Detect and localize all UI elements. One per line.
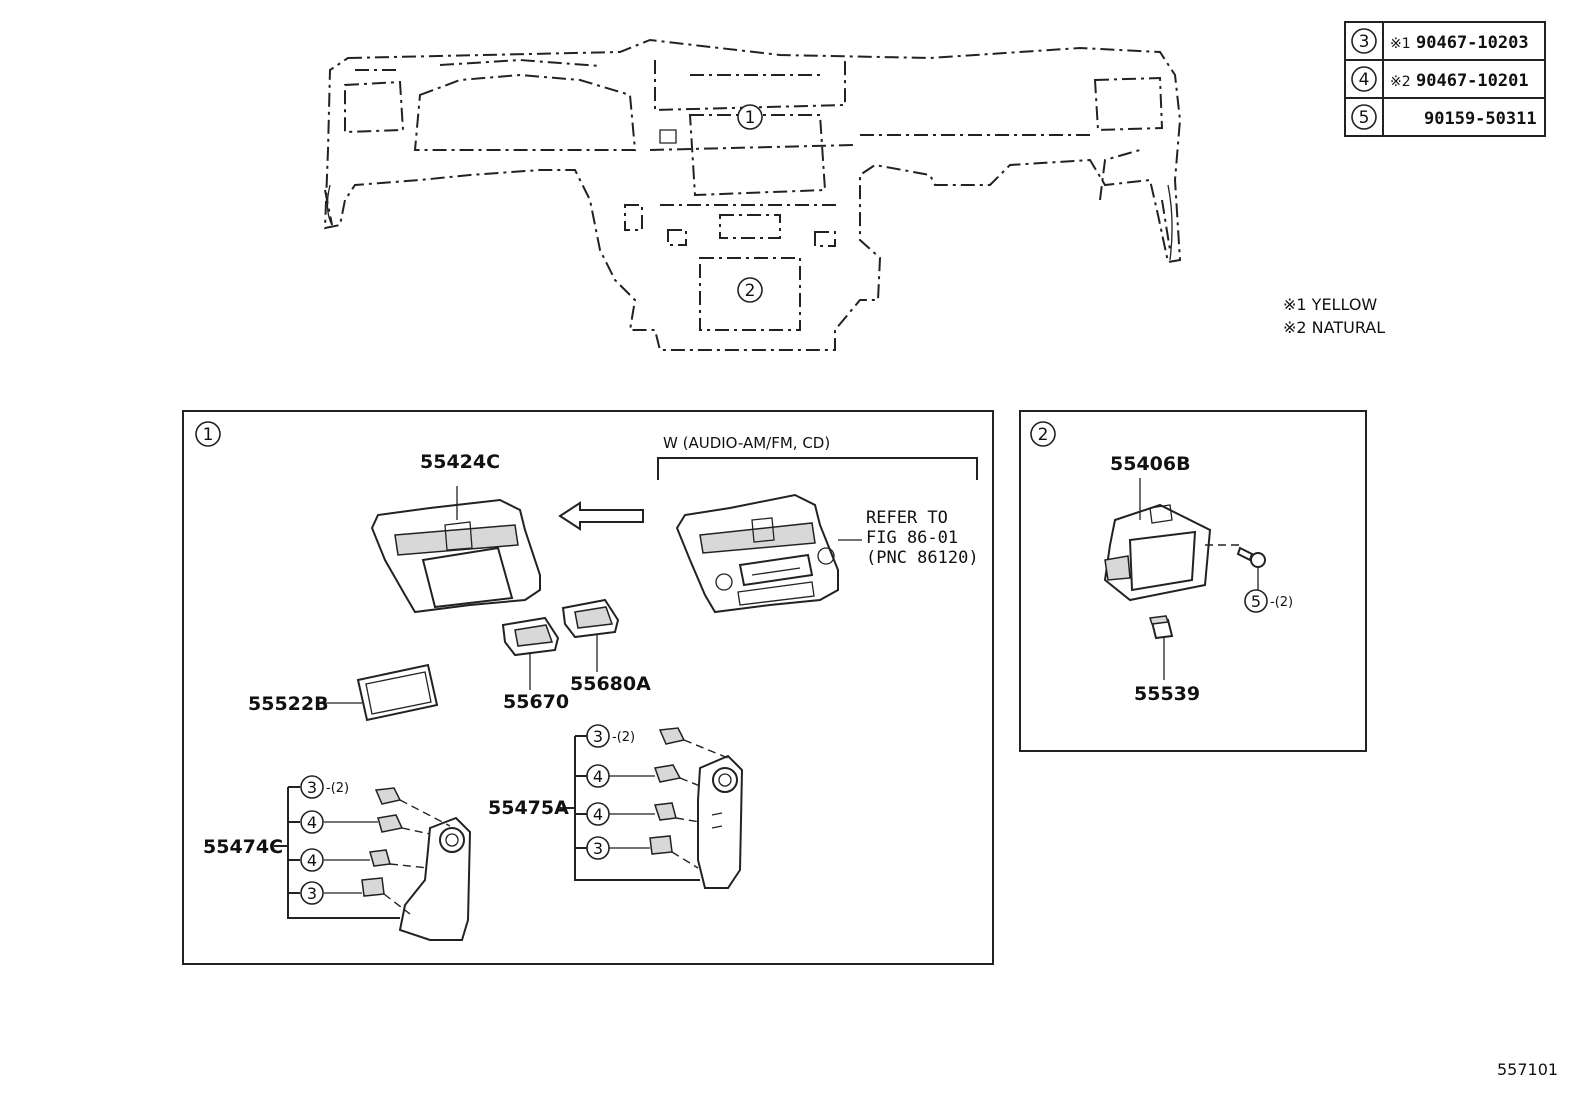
callout-4-icon	[1351, 66, 1377, 92]
svg-text:3: 3	[307, 778, 317, 797]
box-1-label-icon	[195, 421, 221, 447]
part-label-55475A: 55475A	[488, 797, 569, 819]
vent-55670	[501, 616, 560, 690]
box-2-label-icon	[1030, 421, 1056, 447]
refer-line-2: FIG 86-01	[866, 528, 958, 548]
side-panel-55474C	[274, 786, 472, 941]
figure-number: 557101	[1497, 1060, 1558, 1079]
detail-box-2: 2 55406B 5 -(2) 55539	[1019, 410, 1367, 752]
table-part-number: 90467-10203	[1416, 33, 1529, 53]
table-part-number: 90467-10201	[1416, 71, 1529, 91]
vent-55680A	[561, 598, 620, 672]
svg-text:3: 3	[307, 884, 317, 903]
svg-text:4: 4	[307, 813, 317, 832]
pocket-55406B	[1103, 478, 1240, 602]
screw-icon	[1236, 546, 1266, 590]
replacement-arrow-icon	[558, 501, 644, 531]
callout-5-icon	[1351, 104, 1377, 130]
audio-head-unit	[675, 493, 839, 614]
part-label-55522B: 55522B	[248, 693, 329, 715]
part-label-55474C: 55474C	[203, 836, 283, 858]
box-2-label: 2	[1038, 425, 1049, 445]
clip-55539	[1148, 615, 1174, 680]
callout-3: 3	[586, 836, 610, 860]
table-part-number: 90159-50311	[1424, 109, 1537, 129]
svg-text:4: 4	[307, 851, 317, 870]
side-panel-55475A	[560, 727, 744, 889]
callout-3: 3	[300, 775, 324, 799]
svg-text:4: 4	[593, 805, 603, 824]
detail-box-1: 1 W (AUDIO-AM/FM, CD) 55424C REFER T	[182, 410, 994, 965]
callout-3: 3	[300, 881, 324, 905]
callout-5: 5	[1244, 589, 1268, 613]
quantity-note: -(2)	[1270, 595, 1293, 610]
quantity-note: -(2)	[326, 781, 349, 796]
quantity-note: -(2)	[612, 730, 635, 745]
table-note: ※2	[1390, 74, 1411, 90]
callout-3: 3	[586, 724, 610, 748]
svg-text:3: 3	[593, 839, 603, 858]
box-1-label: 1	[203, 425, 214, 445]
table-ref: 3	[1359, 32, 1370, 52]
dashboard-overview	[323, 38, 1182, 351]
table-ref: 4	[1359, 70, 1370, 90]
table-ref: 5	[1359, 108, 1370, 128]
part-label-55406B: 55406B	[1110, 453, 1191, 475]
callout-overview-2: 2	[737, 277, 763, 303]
callout-4: 4	[300, 848, 324, 872]
legend-natural: ※2 NATURAL	[1283, 318, 1385, 337]
color-legend: ※1 YELLOW ※2 NATURAL	[1283, 295, 1385, 337]
svg-text:3: 3	[593, 727, 603, 746]
part-label-55539: 55539	[1134, 683, 1200, 705]
part-label-55670: 55670	[503, 691, 569, 713]
svg-text:5: 5	[1251, 592, 1261, 611]
part-label-55424C: 55424C	[420, 451, 500, 473]
svg-text:4: 4	[593, 767, 603, 786]
callout-3-icon	[1351, 28, 1377, 54]
svg-text:1: 1	[745, 108, 756, 128]
table-row: 4 ※2 90467-10201	[1351, 66, 1529, 92]
bezel-55424C	[370, 486, 541, 614]
callout-4: 4	[586, 764, 610, 788]
svg-text:2: 2	[745, 281, 756, 301]
refer-line-3: (PNC 86120)	[866, 548, 979, 568]
part-label-55680A: 55680A	[570, 673, 651, 695]
display-55522B	[320, 663, 439, 722]
callout-4: 4	[586, 802, 610, 826]
refer-note: REFER TO FIG 86-01 (PNC 86120)	[838, 508, 979, 568]
refer-line-1: REFER TO	[866, 508, 948, 528]
part-number-table: 3 ※1 90467-10203 4 ※2 90467-10201 5 9015…	[1344, 21, 1546, 137]
callout-4: 4	[300, 810, 324, 834]
callout-overview-1: 1	[737, 104, 763, 130]
table-row: 3 ※1 90467-10203	[1351, 28, 1529, 54]
legend-yellow: ※1 YELLOW	[1283, 295, 1377, 314]
table-note: ※1	[1390, 36, 1411, 52]
table-row: 5 90159-50311	[1351, 104, 1537, 130]
variant-label: W (AUDIO-AM/FM, CD)	[663, 434, 830, 452]
